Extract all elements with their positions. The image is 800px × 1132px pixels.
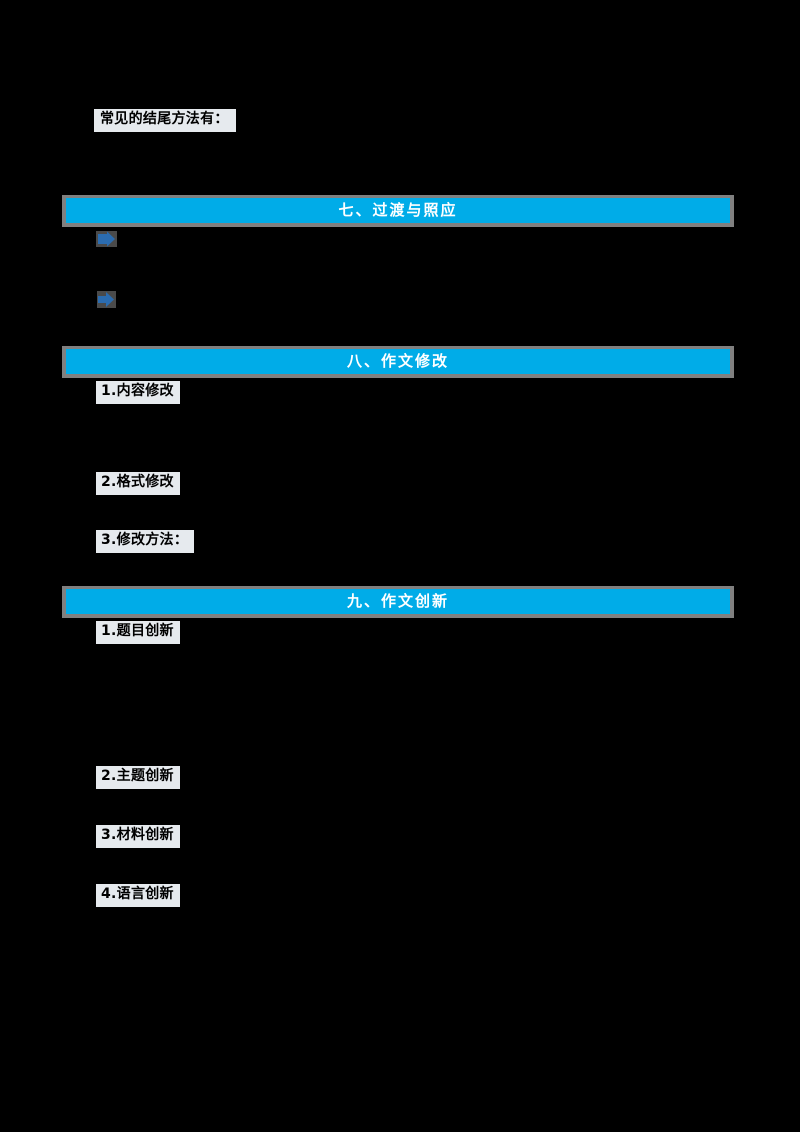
list-item: 2.格式修改 [96, 472, 180, 495]
list-item: 3.修改方法： [96, 530, 195, 553]
list-item: 1.题目创新 [96, 621, 180, 644]
arrow-right-bullet-icon [96, 231, 117, 247]
list-item: 4.语言创新 [96, 884, 180, 907]
section-header-nine: 九、作文创新 [62, 586, 734, 618]
arrow-right-bullet-icon [97, 291, 116, 308]
intro-text: 常见的结尾方法有： [94, 109, 236, 132]
section-header-eight: 八、作文修改 [62, 346, 734, 378]
section-header-bar: 七、过渡与照应 [66, 198, 730, 223]
list-item: 1.内容修改 [96, 381, 180, 404]
list-item: 3.材料创新 [96, 825, 180, 848]
list-item: 2.主题创新 [96, 766, 180, 789]
section-header-seven: 七、过渡与照应 [62, 195, 734, 227]
section-heading-text: 七、过渡与照应 [338, 201, 458, 219]
section-heading-text: 九、作文创新 [346, 592, 449, 610]
section-heading-text: 八、作文修改 [346, 352, 449, 370]
section-header-bar: 九、作文创新 [66, 589, 730, 614]
section-header-bar: 八、作文修改 [66, 349, 730, 374]
